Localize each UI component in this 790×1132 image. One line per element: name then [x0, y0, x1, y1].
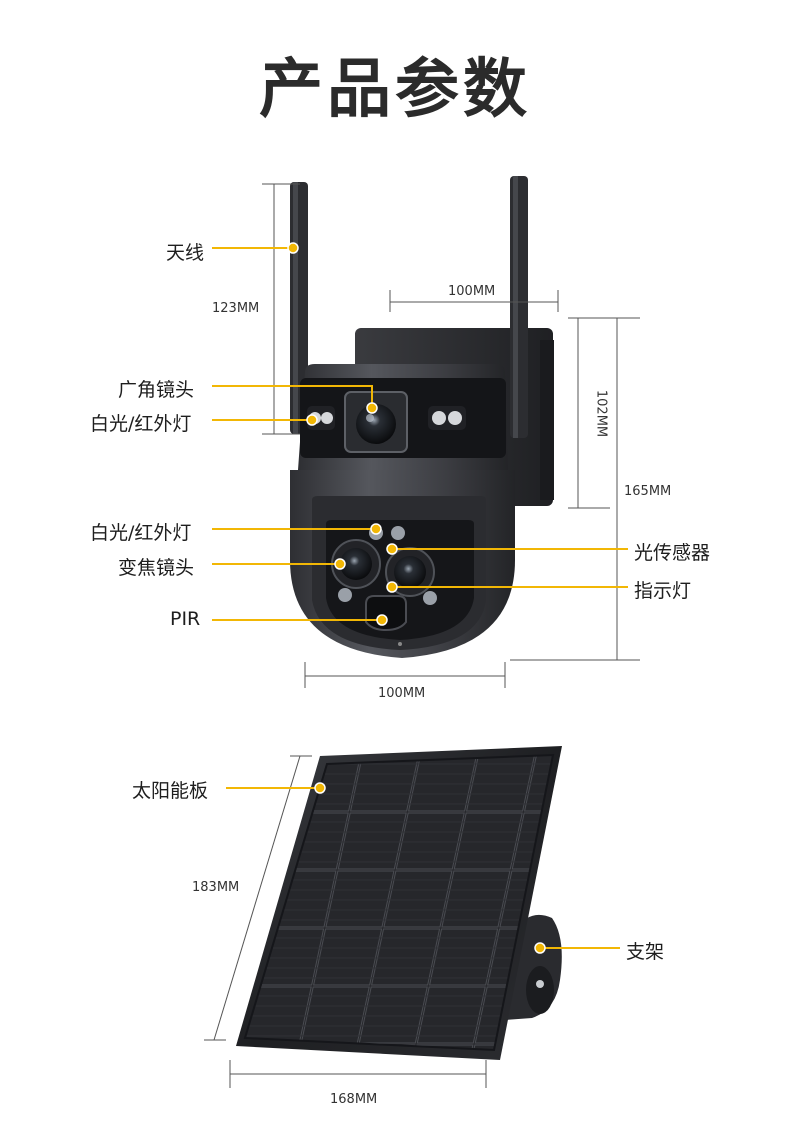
callout-dots — [287, 242, 546, 954]
light-sensor-label: 光传感器 — [634, 542, 711, 564]
light-top-label: 白光/红外灯 — [90, 413, 192, 435]
head-height-dimension: 102MM — [593, 389, 609, 438]
indicator-label: 指示灯 — [634, 580, 692, 602]
antenna-right — [510, 176, 528, 438]
camera-dimension-lines — [262, 183, 640, 688]
bottom-width-dimension: 100MM — [378, 686, 426, 701]
page-title: 产品参数 — [259, 53, 531, 127]
top-width-dimension: 100MM — [448, 284, 496, 299]
solar-height-dimension: 183MM — [192, 880, 240, 895]
bracket-label: 支架 — [626, 941, 665, 963]
solar-width-dimension: 168MM — [330, 1092, 378, 1107]
total-height-dimension: 165MM — [624, 484, 672, 499]
antenna-label: 天线 — [166, 242, 205, 264]
solar-panel-label: 太阳能板 — [132, 780, 209, 802]
solar-illustration — [236, 746, 562, 1060]
solar-dimension-lines — [204, 755, 487, 1088]
zoom-lens-label: 变焦镜头 — [118, 557, 195, 579]
wide-lens-label: 广角镜头 — [118, 379, 195, 401]
pir-label: PIR — [170, 608, 201, 630]
camera-illustration — [290, 176, 554, 658]
light-bottom-label: 白光/红外灯 — [90, 522, 192, 544]
antenna-height-dimension: 123MM — [212, 301, 260, 316]
callout-leaders — [212, 247, 628, 949]
